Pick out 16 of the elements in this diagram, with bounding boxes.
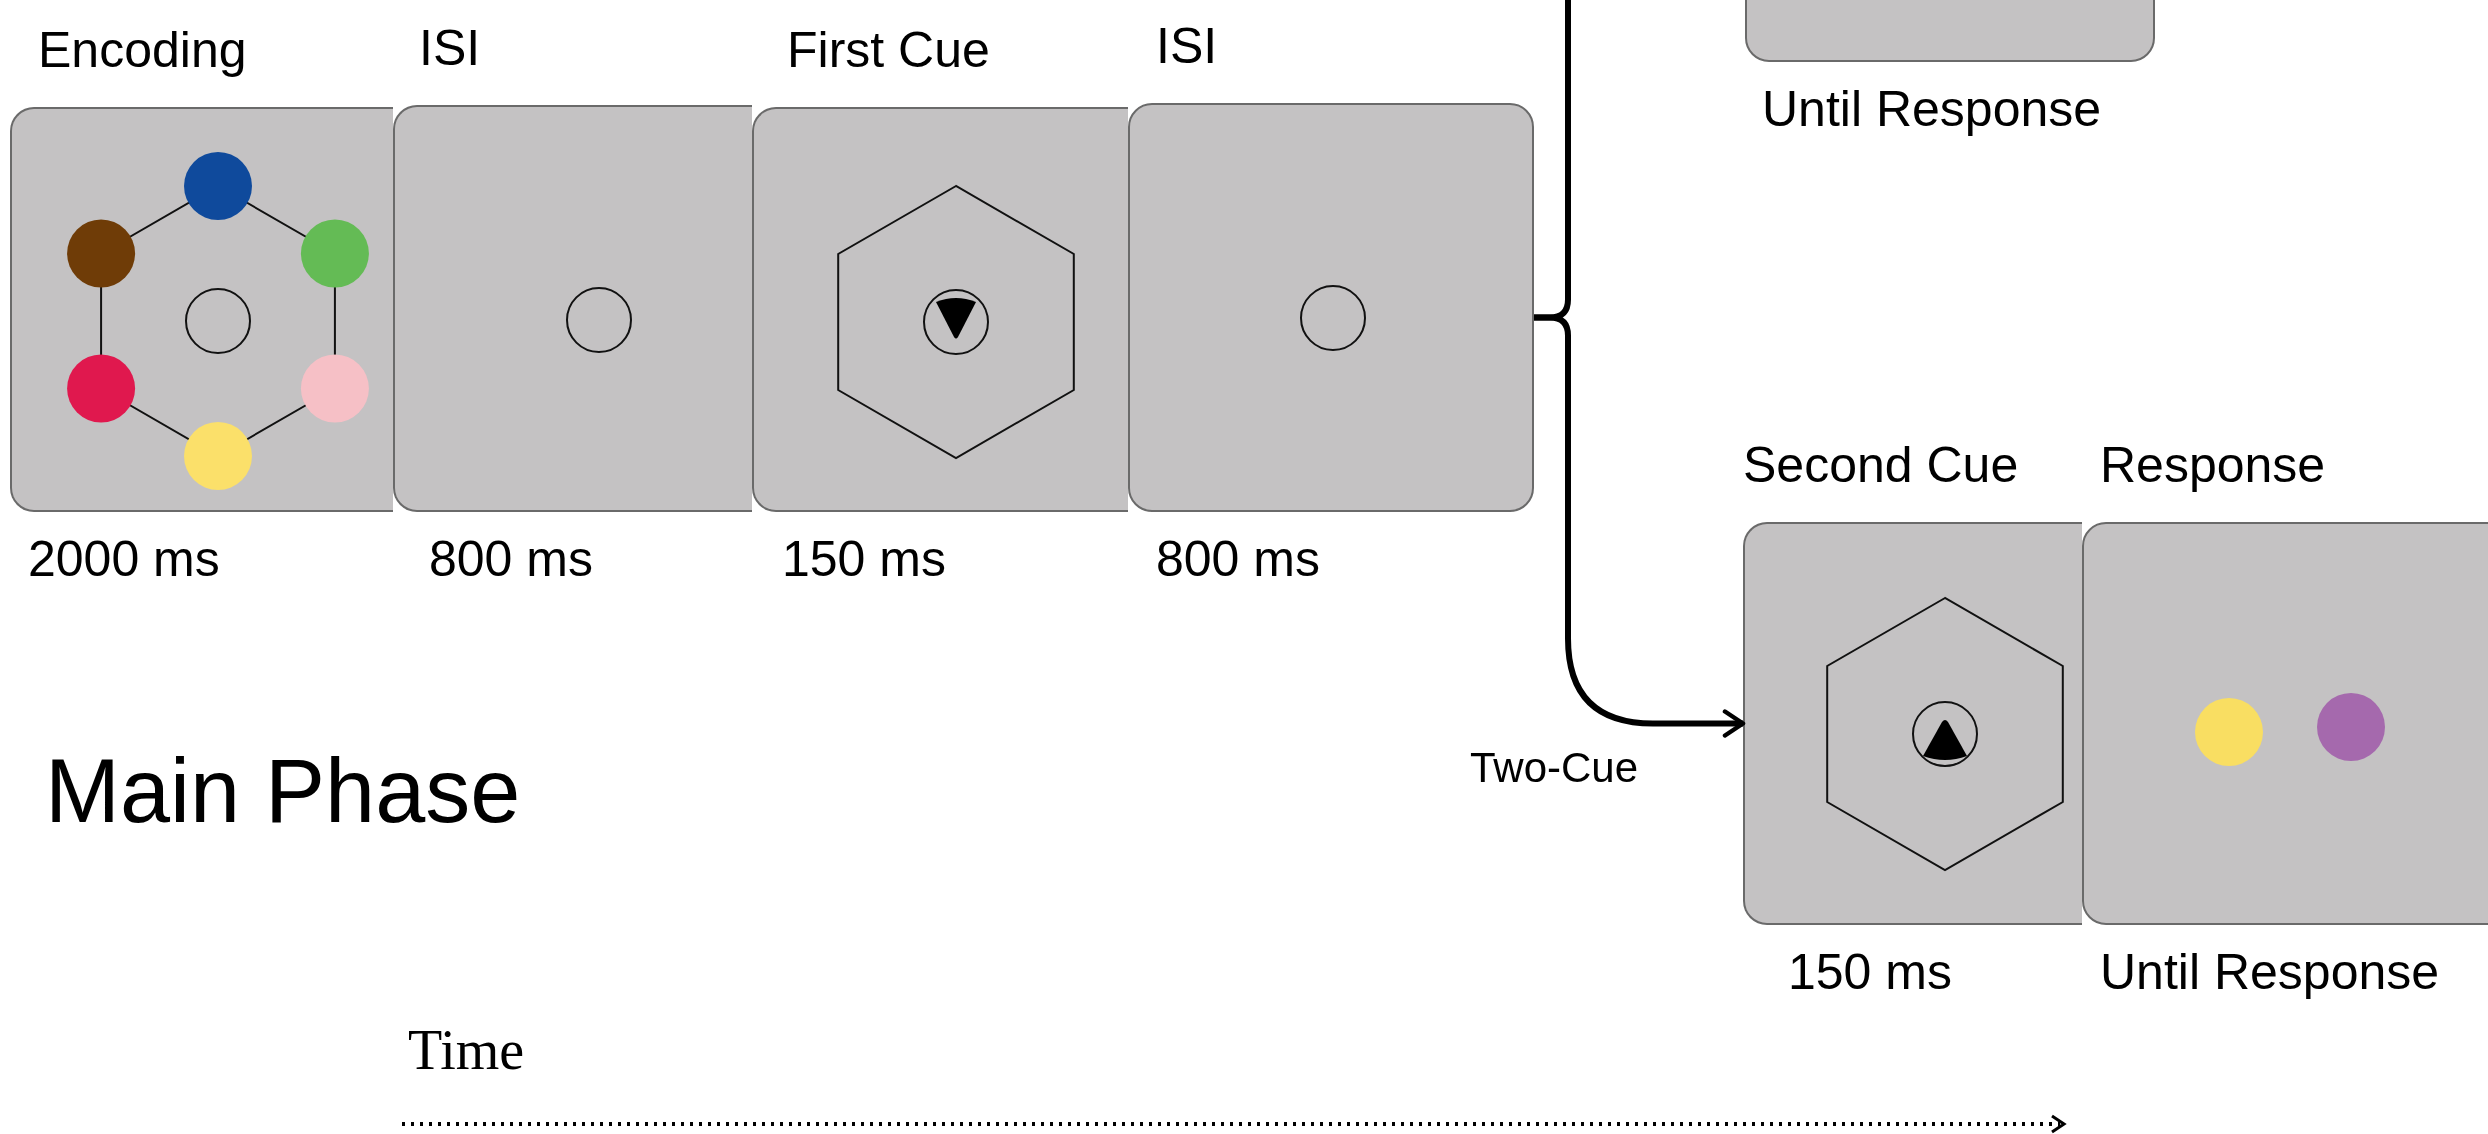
duration-label: 800 ms: [1156, 530, 1320, 588]
duration-label: 150 ms: [1788, 943, 1952, 1001]
frame-title: ISI: [419, 19, 481, 77]
branch-arrow: [1534, 314, 1746, 738]
frame-title: ISI: [1156, 17, 1218, 75]
frame-title: Second Cue: [1743, 436, 2019, 494]
axis-label: Time: [408, 1018, 525, 1082]
frame-title: Encoding: [38, 21, 247, 79]
duration-label: Until Response: [1762, 80, 2102, 138]
frame-title: First Cue: [787, 21, 990, 79]
duration-label: 2000 ms: [28, 530, 220, 588]
duration-label: 800 ms: [429, 530, 593, 588]
phase-title: Main Phase: [45, 740, 521, 843]
duration-label: 150 ms: [782, 530, 946, 588]
duration-label: Until Response: [2100, 943, 2440, 1001]
frame-title: Response: [2100, 436, 2326, 494]
